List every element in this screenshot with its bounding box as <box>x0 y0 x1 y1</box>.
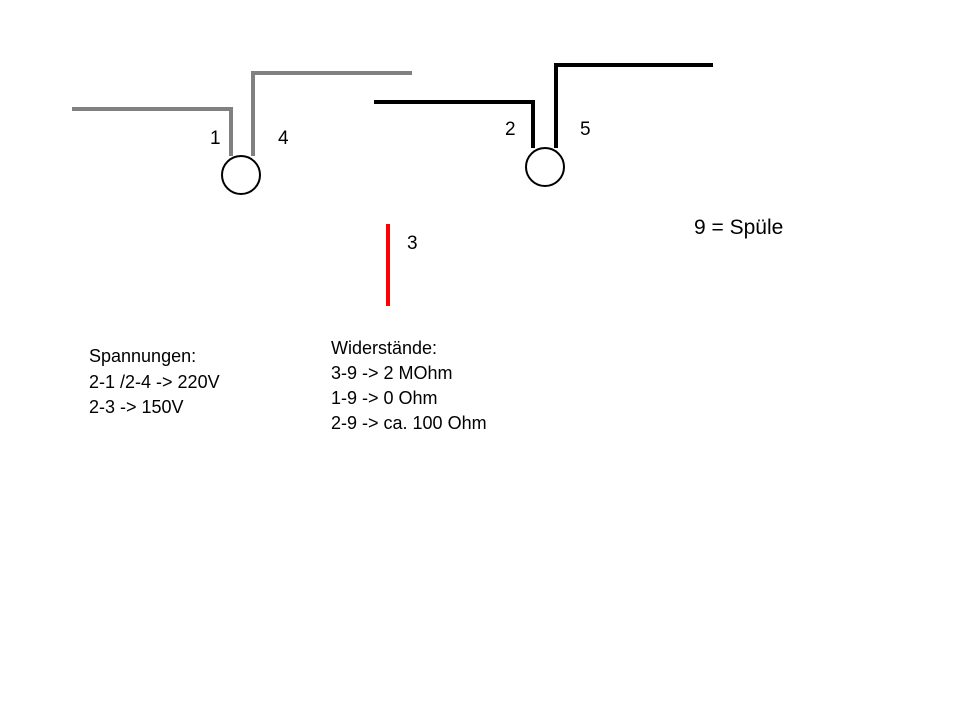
wire-2 <box>374 100 535 148</box>
wire-4 <box>251 71 412 156</box>
terminal-label-3: 3 <box>407 233 418 254</box>
terminal-label-2: 2 <box>505 119 516 140</box>
widerstaende-block: Widerstände: 3-9 -> 2 MOhm 1-9 -> 0 Ohm … <box>331 336 487 436</box>
wire-1 <box>72 107 233 156</box>
spannungen-block: Spannungen: 2-1 /2-4 -> 220V 2-3 -> 150V <box>89 344 220 421</box>
legend-spuele: 9 = Spüle <box>694 216 784 239</box>
wire-5 <box>554 63 713 148</box>
spannungen-line: 2-3 -> 150V <box>89 397 184 417</box>
widerstaende-title: Widerstände: <box>331 338 438 358</box>
terminal-label-5: 5 <box>580 119 591 140</box>
terminal-label-4: 4 <box>278 128 289 149</box>
spannungen-line: 2-1 /2-4 -> 220V <box>89 371 220 392</box>
widerstaende-line: 1-9 -> 0 Ohm <box>331 388 438 408</box>
widerstaende-line: 3-9 -> 2 MOhm <box>331 363 453 383</box>
lamp-left <box>221 155 261 195</box>
lamp-right <box>525 147 565 187</box>
widerstaende-line: 2-9 -> ca. 100 Ohm <box>331 413 487 433</box>
spannungen-title: Spannungen: <box>89 346 197 366</box>
terminal-label-1: 1 <box>210 128 221 149</box>
